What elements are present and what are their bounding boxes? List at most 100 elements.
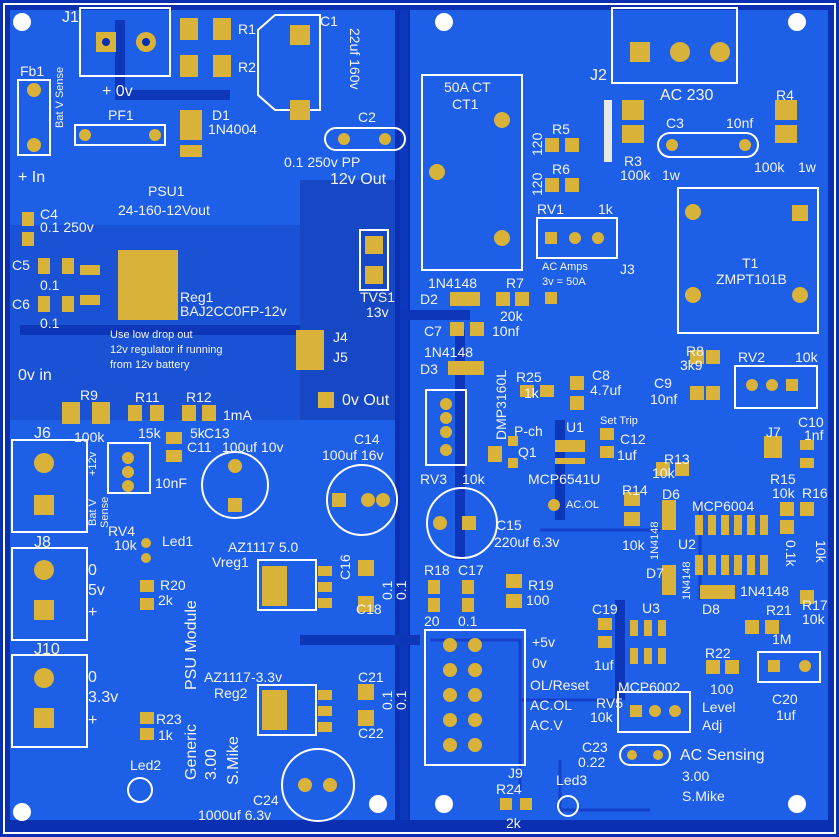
ref-c2: C2: [358, 109, 376, 125]
c22-value: 0.1: [393, 690, 409, 710]
c17-value: 0.1: [458, 613, 478, 629]
r19-value: 100: [526, 592, 550, 608]
ref-j5: J5: [333, 349, 348, 365]
mounting-hole: [788, 13, 806, 31]
ref-r7: R7: [506, 275, 524, 291]
ref-led1: Led1: [162, 533, 194, 549]
ref-t1: T1: [742, 255, 759, 271]
ref-r13: R13: [664, 451, 690, 467]
r11-value: 15k: [138, 425, 161, 441]
ref-j1: J1: [62, 9, 79, 26]
j10-pin-plus: +: [88, 712, 98, 729]
ref-c10: C10: [798, 414, 824, 430]
r3-wattage: 1w: [662, 167, 680, 183]
ac-amps-label: AC Amps: [542, 261, 588, 273]
ref-r5: R5: [552, 121, 570, 137]
ref-r4: R4: [776, 87, 794, 103]
r4-wattage: 1w: [798, 159, 816, 175]
reg1-value: BAJ2CC0FP-12v: [180, 303, 287, 319]
ref-u1: U1: [566, 419, 584, 435]
ref-r15: R15: [770, 471, 796, 487]
ref-r6: R6: [552, 161, 570, 177]
ref-c4: C4: [40, 206, 58, 222]
ref-j9: J9: [508, 765, 523, 781]
r3-value: 100k: [620, 167, 651, 183]
ref-c8: C8: [592, 367, 610, 383]
ref-d6: D6: [662, 486, 680, 502]
j10-pin-0: 0: [88, 669, 97, 686]
c13-value: 100uf 10v: [222, 439, 284, 455]
ref-c18: C18: [356, 601, 382, 617]
r24-value: 2k: [506, 815, 521, 831]
dmp3160l-label: DMP3160L: [493, 369, 509, 440]
ref-d8: D8: [702, 601, 720, 617]
ref-c5: C5: [12, 257, 30, 273]
ref-r20: R20: [160, 577, 186, 593]
ref-r24: R24: [496, 781, 522, 797]
ref-c13: C13: [204, 425, 230, 441]
ref-r17: R17: [802, 597, 828, 613]
c2-value: 0.1 250v PP: [284, 154, 361, 170]
ref-c9: C9: [654, 375, 672, 391]
c23-value: 0.22: [578, 754, 606, 770]
c10-value: 1nf: [804, 427, 824, 443]
ref-r25: R25: [516, 369, 542, 385]
ref-c6: C6: [12, 296, 30, 312]
d3-part: 1N4148: [424, 344, 474, 360]
mounting-hole: [369, 795, 387, 813]
c14-value: 100uf 16v: [322, 447, 384, 463]
ref-c7: C7: [424, 323, 442, 339]
r4-value: 100k: [754, 159, 785, 175]
j1-pins-label: + 0v: [102, 83, 133, 100]
ref-c20: C20: [772, 691, 798, 707]
ref-psu1: PSU1: [148, 183, 185, 199]
c7-value: 10nf: [492, 323, 520, 339]
author-left: S.Mike: [225, 736, 242, 785]
ref-ct1: CT1: [452, 96, 479, 112]
d1-value: 1N4004: [208, 121, 258, 137]
j8-pin-5v: 5v: [88, 582, 105, 599]
c24-value: 1000uf 6.3v: [198, 807, 272, 823]
ref-r2: R2: [238, 59, 256, 75]
ref-rv2: RV2: [738, 349, 765, 365]
ref-c12: C12: [620, 431, 646, 447]
ref-r9: R9: [80, 387, 98, 403]
j8-pin-plus: +: [88, 604, 98, 621]
d7-part: 1N4148: [681, 561, 693, 600]
ref-d3: D3: [420, 361, 438, 377]
az1117-5v-label: AZ1117 5.0: [228, 539, 299, 555]
ref-r1: R1: [238, 21, 256, 37]
zero-out-label: 0v Out: [342, 392, 390, 409]
mounting-hole: [435, 795, 453, 813]
r6-value: 120: [529, 172, 545, 196]
c19-value: 1uf: [594, 657, 614, 673]
ac-sensing-label: AC Sensing: [680, 747, 765, 764]
ref-tvs1: TVS1: [360, 289, 396, 305]
ref-rv3: RV3: [420, 471, 447, 487]
r16-value: 10k: [813, 540, 829, 563]
r15-value: 10k: [772, 485, 795, 501]
c4-value: 0.1 250v: [40, 219, 94, 235]
ref-led3: Led3: [556, 772, 588, 788]
ref-u3: U3: [642, 600, 660, 616]
note-line-3: from 12v battery: [110, 359, 190, 371]
ref-r16: R16: [802, 485, 828, 501]
j8-pin-0: 0: [88, 562, 97, 579]
ref-fb1: Fb1: [20, 63, 45, 79]
ref-d7: D7: [646, 565, 664, 581]
rv1-value: 1k: [598, 201, 613, 217]
r21-value: 1M: [772, 631, 792, 647]
c11-value: 10nF: [155, 475, 187, 491]
mcp6002-label: MCP6002: [618, 679, 681, 695]
generic-label: Generic: [183, 723, 200, 780]
ref-c17: C17: [458, 562, 484, 578]
d6-part: 1N4148: [649, 521, 661, 560]
c20-value: 1uf: [776, 707, 796, 723]
mounting-hole: [13, 13, 31, 31]
r5-value: 120: [529, 132, 545, 156]
r12-value: 5k: [190, 425, 205, 441]
r16-alt-value: 0.1k: [783, 540, 799, 567]
ref-j6: J6: [34, 425, 51, 442]
r23-value: 1k: [158, 727, 173, 743]
